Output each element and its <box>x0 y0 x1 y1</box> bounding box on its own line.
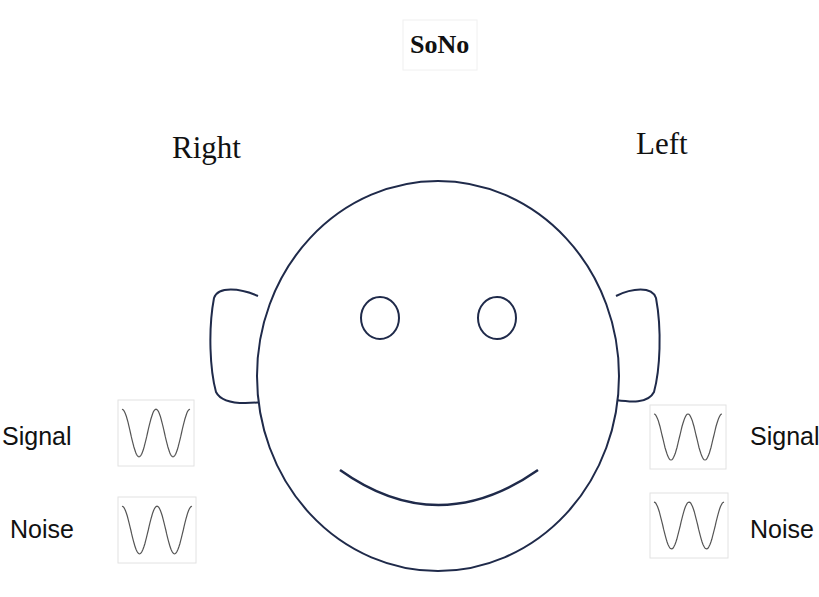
left-signal-wave <box>654 414 722 460</box>
diagram-title: SoNo <box>410 32 469 58</box>
left-signal-wave-frame <box>650 405 726 469</box>
right-ear <box>210 290 262 403</box>
ear-side-label: Right <box>172 132 241 163</box>
left-eye <box>478 297 516 339</box>
left-noise-wave-frame <box>650 493 728 558</box>
left-ear <box>616 290 660 402</box>
left-noise-wave <box>654 502 724 549</box>
signal-label: Signal <box>2 424 72 449</box>
right-eye <box>361 297 399 339</box>
title-frame <box>403 20 477 70</box>
right-signal-wave <box>122 409 190 457</box>
smile <box>340 470 538 505</box>
signal-label: Signal <box>750 424 819 449</box>
right-signal-wave-frame <box>118 400 194 466</box>
ear-side-label: Left <box>636 128 688 159</box>
head-outline <box>257 181 619 571</box>
right-noise-wave <box>122 506 192 554</box>
right-noise-wave-frame <box>118 497 196 563</box>
noise-label: Noise <box>750 517 814 542</box>
noise-label: Noise <box>10 517 74 542</box>
